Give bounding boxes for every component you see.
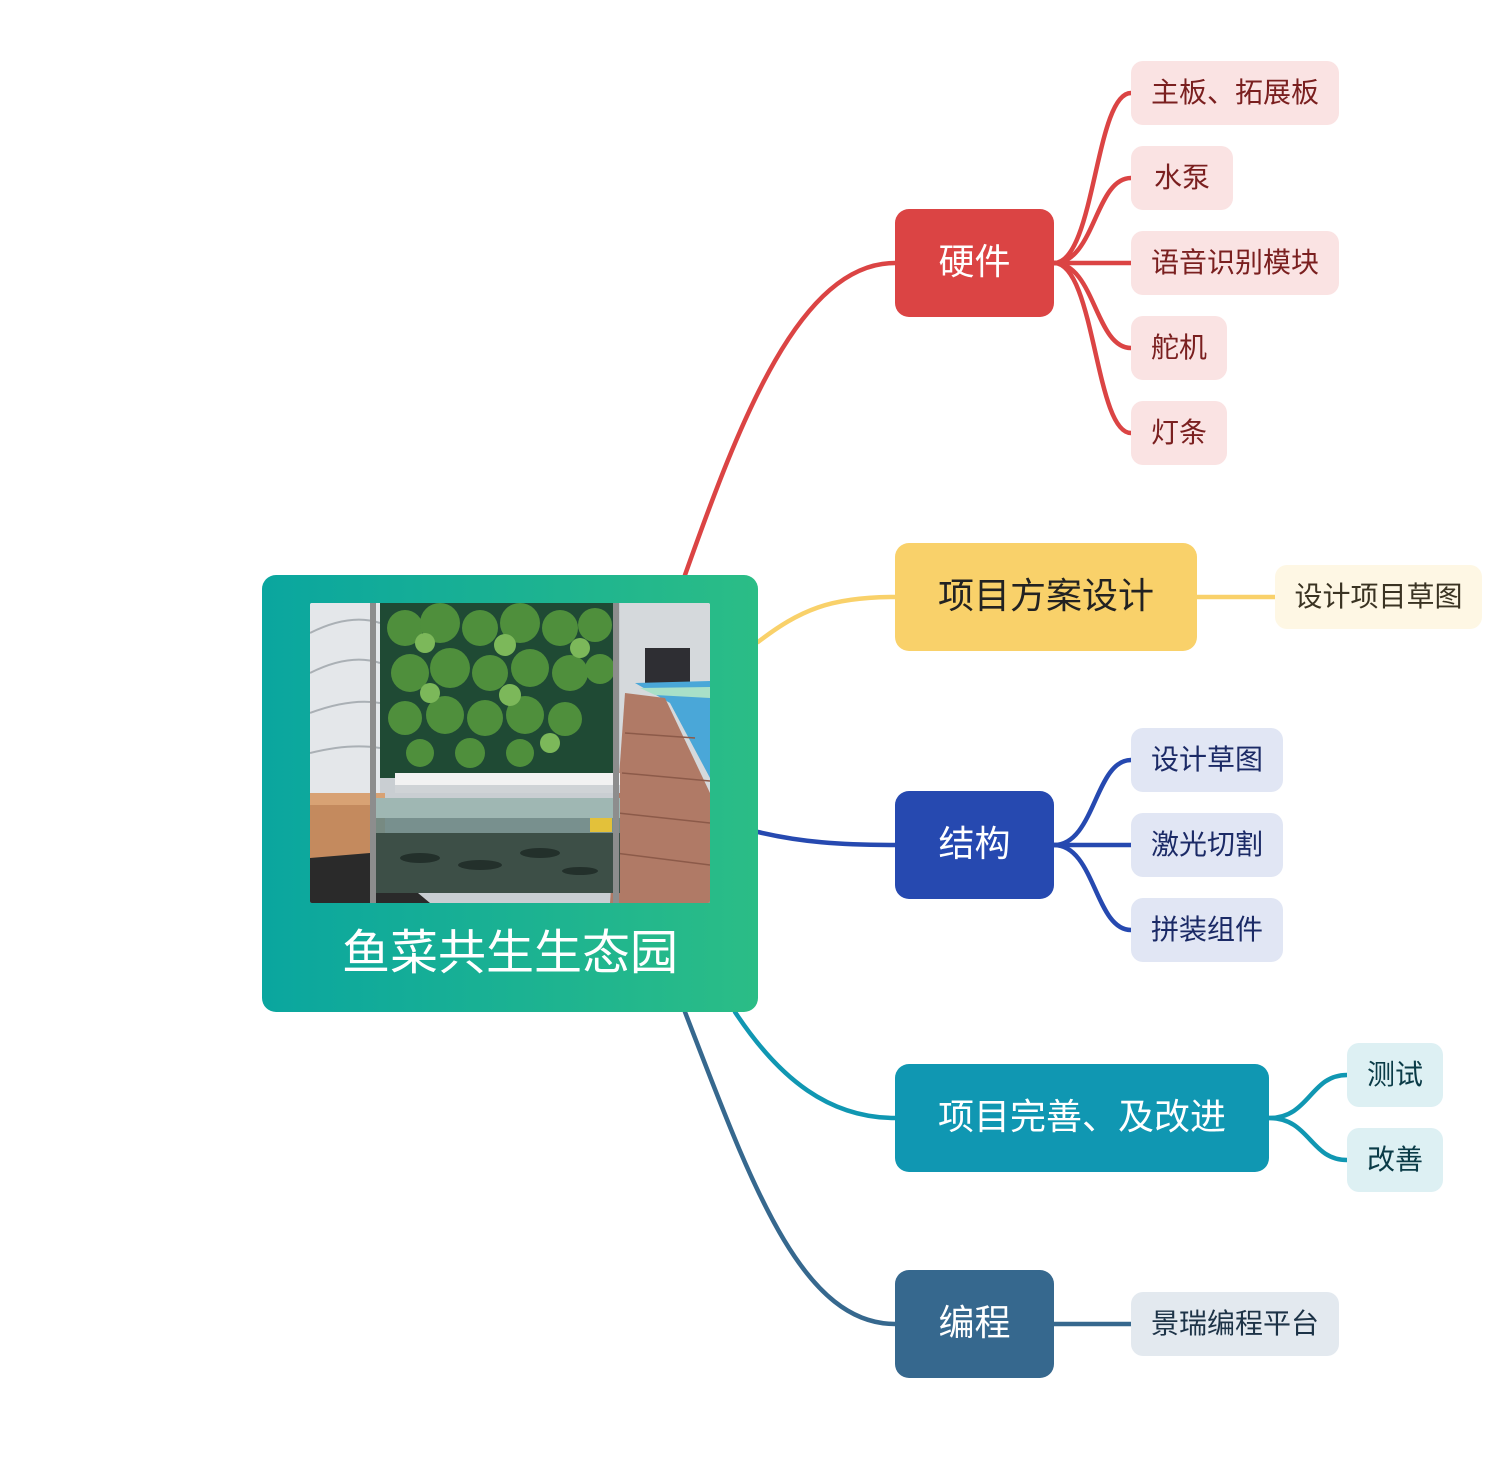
link-improve-2 (1266, 1115, 1350, 1163)
branch-programming[interactable]: 编程 (895, 1270, 1054, 1378)
link-root-structure (755, 829, 898, 848)
leaf-refine[interactable]: 改善 (1347, 1128, 1443, 1192)
link-struct-3 (1051, 842, 1134, 933)
link-hw-5 (1051, 260, 1134, 436)
branch-hardware[interactable]: 硬件 (895, 209, 1054, 317)
branch-improve[interactable]: 项目完善、及改进 (895, 1064, 1269, 1172)
leaf-project-sketch[interactable]: 设计项目草图 (1275, 565, 1482, 629)
leaf-test[interactable]: 测试 (1347, 1043, 1443, 1107)
aquaponics-photo (310, 603, 710, 903)
leaf-design-sketch[interactable]: 设计草图 (1131, 728, 1283, 792)
leaf-voice-module[interactable]: 语音识别模块 (1131, 231, 1339, 295)
leaf-servo[interactable]: 舵机 (1131, 316, 1227, 380)
root-title: 鱼菜共生生态园 (341, 925, 678, 981)
leaf-water-pump[interactable]: 水泵 (1131, 146, 1233, 210)
link-struct-1 (1051, 757, 1134, 848)
leaf-assembly[interactable]: 拼装组件 (1131, 898, 1283, 962)
link-root-plan (755, 594, 898, 645)
branch-structure[interactable]: 结构 (895, 791, 1054, 899)
link-hw-1 (1051, 90, 1134, 266)
link-root-hardware (682, 260, 898, 578)
leaf-laser-cutting[interactable]: 激光切割 (1131, 813, 1283, 877)
leaf-jingrui-platform[interactable]: 景瑞编程平台 (1131, 1292, 1339, 1356)
leaf-light-strip[interactable]: 灯条 (1131, 401, 1227, 465)
root-node[interactable]: 鱼菜共生生态园 (262, 575, 758, 1012)
link-improve-1 (1266, 1072, 1350, 1121)
link-root-improve (732, 1009, 898, 1121)
link-root-programming (682, 1009, 898, 1327)
leaf-mainboard[interactable]: 主板、拓展板 (1131, 61, 1339, 125)
branch-plan[interactable]: 项目方案设计 (895, 543, 1197, 651)
link-hw-2 (1051, 175, 1134, 266)
